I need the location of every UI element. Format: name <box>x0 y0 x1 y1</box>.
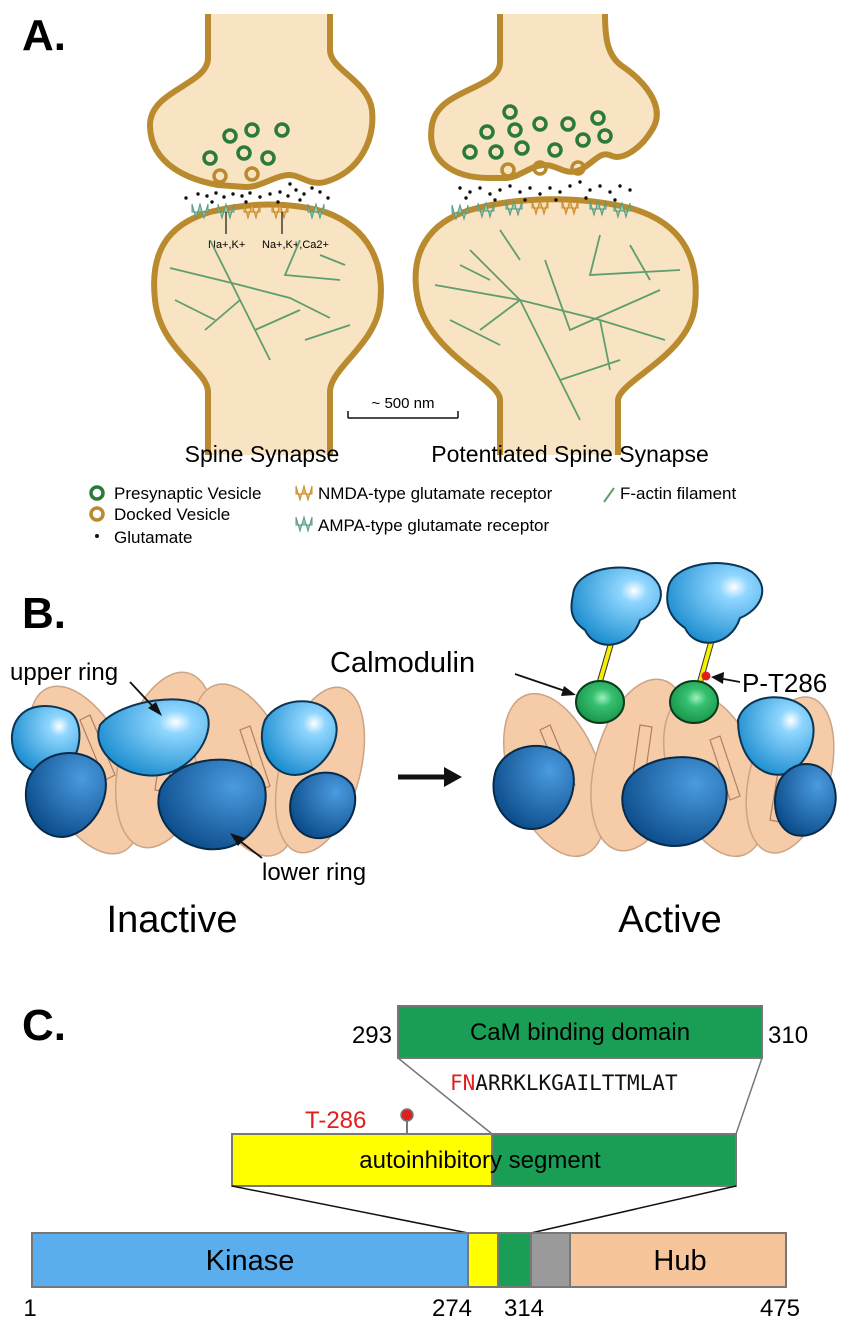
left-presynaptic-vesicles <box>202 122 290 166</box>
right-postsynaptic-spine <box>412 196 699 455</box>
sequence-red: FN <box>450 1071 475 1095</box>
transition-arrow <box>398 767 462 787</box>
kinase-domain-bar <box>31 1232 469 1288</box>
upper-ring-label: upper ring <box>10 659 118 686</box>
inactive-light-subunit-3 <box>260 700 338 777</box>
legend-f-actin-icon <box>603 487 615 503</box>
calmodulin-1 <box>575 680 625 724</box>
right-glutamate <box>458 180 632 202</box>
released-kinase-domain-2 <box>666 562 764 644</box>
active-dark-subunit-3 <box>774 763 837 837</box>
panel-a-label: A. <box>22 11 66 60</box>
autoinhibitory-bar-yellow <box>467 1232 499 1288</box>
left-docked-vesicles <box>212 166 260 184</box>
legend-nmda-icon <box>295 484 313 502</box>
linker-bar <box>530 1232 571 1288</box>
active-dark-subunit-2 <box>621 756 728 847</box>
inactive-dark-subunit-3 <box>289 771 357 840</box>
ampa-ion-label: Na+,K+ <box>208 239 245 251</box>
inactive-caption: Inactive <box>107 899 238 941</box>
released-kinase-domain-1 <box>570 566 662 646</box>
legend-docked-vesicle: Docked Vesicle <box>114 505 230 524</box>
calmodulin-arrow <box>514 673 576 696</box>
active-caption: Active <box>618 899 721 941</box>
active-dark-subunit-1 <box>492 744 575 831</box>
autoinhibitory-bar-green <box>497 1232 532 1288</box>
panel-b-label: B. <box>22 589 66 638</box>
left-actin-filaments <box>169 239 351 361</box>
cam-zoom-lines <box>397 1057 763 1135</box>
legend-glutamate-icon <box>95 534 99 538</box>
p-t286-arrow <box>711 672 741 684</box>
right-docked-vesicles <box>500 160 586 178</box>
kinase-label: Kinase <box>206 1245 295 1277</box>
lower-ring-label: lower ring <box>262 859 366 886</box>
legend-ampa-icon <box>295 515 313 533</box>
calmodulin-2 <box>669 680 719 724</box>
right-receptors <box>451 198 631 221</box>
p-t286-label: P-T286 <box>742 668 827 698</box>
legend-ampa-receptor: AMPA-type glutamate receptor <box>318 516 550 535</box>
autoinhibitory-yellow-part <box>231 1133 493 1187</box>
right-actin-filaments <box>434 229 681 421</box>
calmodulin-label: Calmodulin <box>330 647 475 679</box>
spine-synapse-caption: Spine Synapse <box>185 441 340 467</box>
t286-phospho-dot <box>400 1108 414 1122</box>
residue-475: 475 <box>760 1295 800 1322</box>
active-holoenzyme <box>492 562 837 858</box>
inactive-light-subunit-2 <box>97 698 210 777</box>
legend: Presynaptic Vesicle Docked Vesicle Gluta… <box>89 484 736 547</box>
scale-bar-label: ~ 500 nm <box>372 395 435 412</box>
nmda-ion-label: Na+,K+,Ca2+ <box>262 239 329 251</box>
inactive-dark-subunit-2 <box>157 758 267 851</box>
active-light-subunit <box>736 696 815 776</box>
hub-label: Hub <box>653 1245 706 1277</box>
legend-nmda-receptor: NMDA-type glutamate receptor <box>318 484 553 503</box>
autoinhibitory-green-part <box>491 1133 737 1187</box>
residue-274: 274 <box>432 1295 472 1322</box>
residue-314: 314 <box>504 1295 544 1322</box>
autoinhibitory-label: autoinhibitory segment <box>359 1147 601 1174</box>
inactive-dark-subunit-1 <box>24 752 107 838</box>
hub-domain-bar <box>569 1232 787 1288</box>
potentiated-spine-synapse-caption: Potentiated Spine Synapse <box>431 441 708 467</box>
cam-binding-domain-box <box>397 1005 763 1059</box>
panel-c-label: C. <box>22 1001 66 1050</box>
legend-docked-vesicle-icon <box>89 506 105 522</box>
sequence: FNARRKLKGAILTTMLAT <box>450 1071 678 1095</box>
linker-1 <box>596 639 614 689</box>
phospho-t286-dot <box>701 671 711 681</box>
residue-1: 1 <box>23 1295 36 1322</box>
upper-ring-arrow <box>129 681 162 716</box>
cam-end-residue: 310 <box>768 1022 808 1049</box>
cam-start-residue: 293 <box>352 1022 392 1049</box>
left-postsynaptic-spine <box>151 201 384 455</box>
t286-label: T-286 <box>305 1107 366 1134</box>
cam-binding-domain-label: CaM binding domain <box>470 1019 690 1046</box>
legend-f-actin: F-actin filament <box>620 484 736 503</box>
sequence-rest: ARRKLKGAILTTMLAT <box>475 1071 678 1095</box>
left-ion-arrows <box>225 212 283 234</box>
left-glutamate <box>184 182 330 204</box>
legend-presynaptic-vesicle: Presynaptic Vesicle <box>114 484 261 503</box>
right-presynaptic-vesicles <box>462 104 613 160</box>
inactive-holoenzyme <box>10 671 366 857</box>
autoinhibitory-zoom-lines <box>231 1185 737 1234</box>
scale-bar <box>347 411 459 419</box>
left-receptors <box>191 202 325 220</box>
legend-glutamate: Glutamate <box>114 528 192 547</box>
legend-presynaptic-vesicle-icon <box>89 485 105 501</box>
left-presynaptic-terminal <box>147 14 376 191</box>
lower-ring-arrow <box>230 833 263 859</box>
